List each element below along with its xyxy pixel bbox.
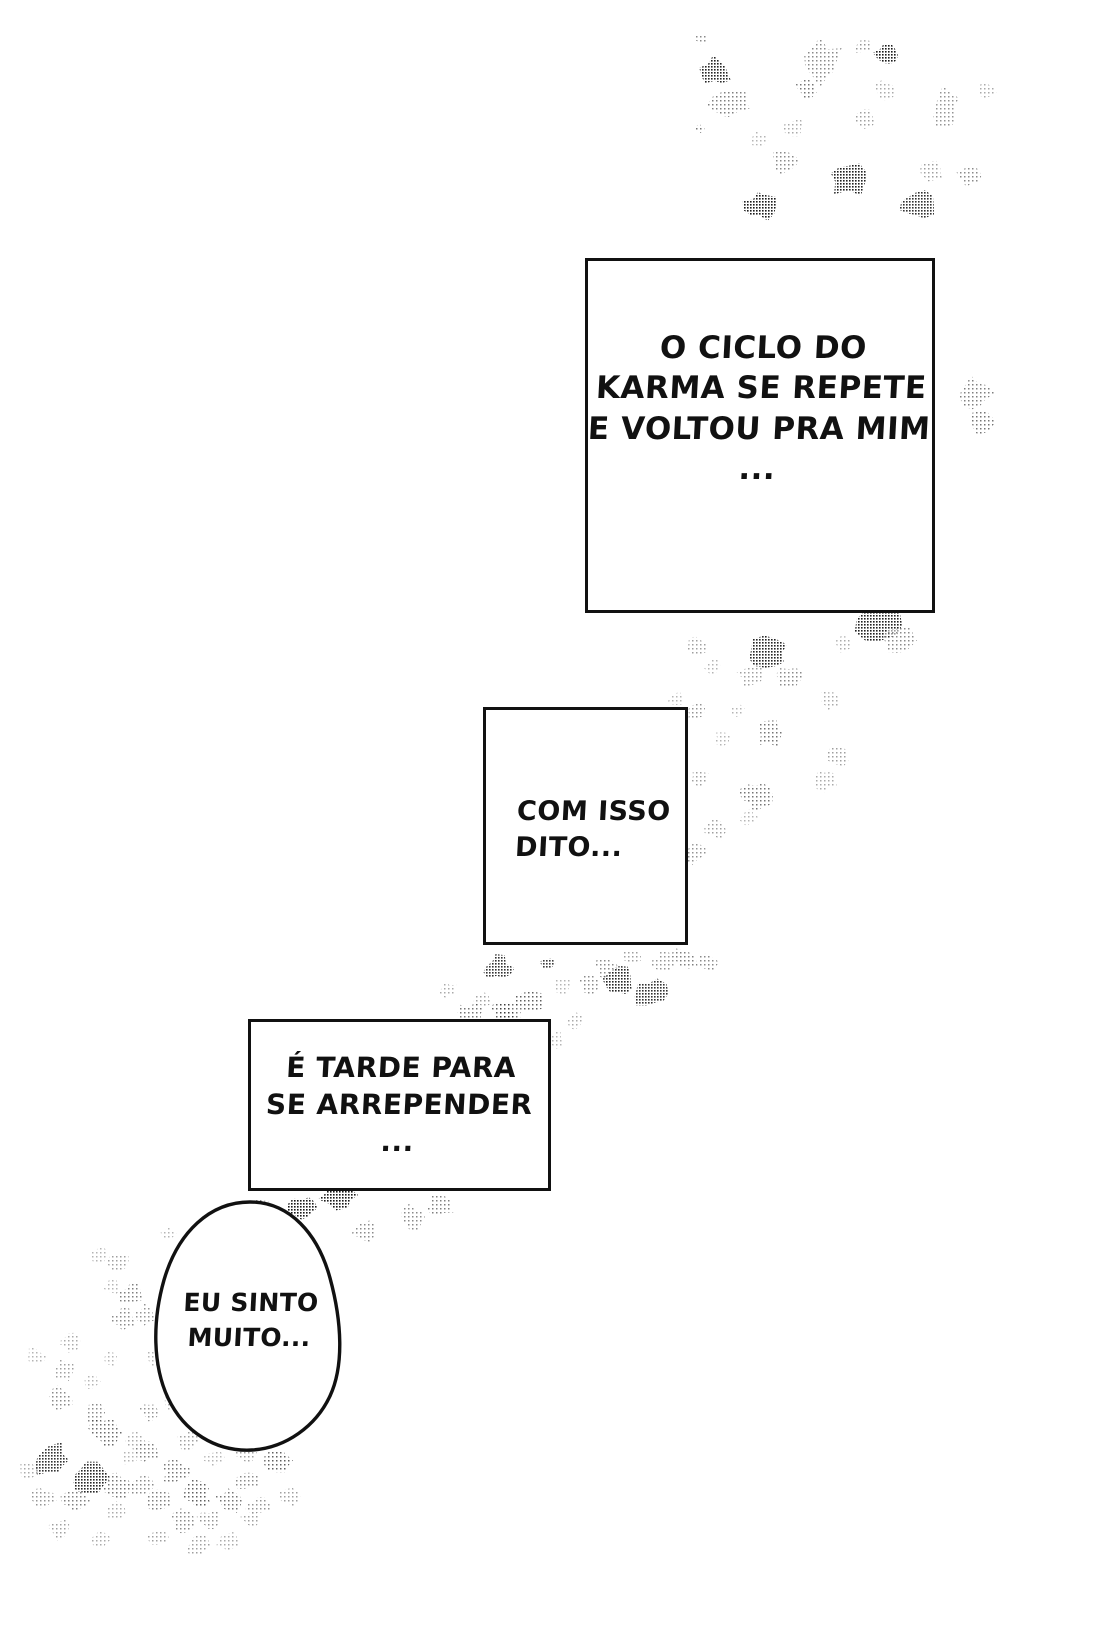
speech-bubble-eu-sinto-muito: EU SINTO MUITO... [150,1198,350,1458]
narration-text-tarde: É TARDE PARA SE ARREPENDER ... [265,1050,534,1158]
narration-text-karma: O CICLO DO KARMA SE REPETE E VOLTOU PRA … [586,329,932,487]
narration-panel-tarde: É TARDE PARA SE ARREPENDER ... [248,1019,551,1191]
speech-bubble-outline [154,1200,342,1452]
speech-bubble-text: EU SINTO MUITO... [182,1288,320,1352]
narration-panel-karma: O CICLO DO KARMA SE REPETE E VOLTOU PRA … [585,258,935,613]
narration-panel-com-isso: COM ISSO DITO... [483,707,688,945]
narration-text-com-isso: COM ISSO DITO... [513,795,672,863]
